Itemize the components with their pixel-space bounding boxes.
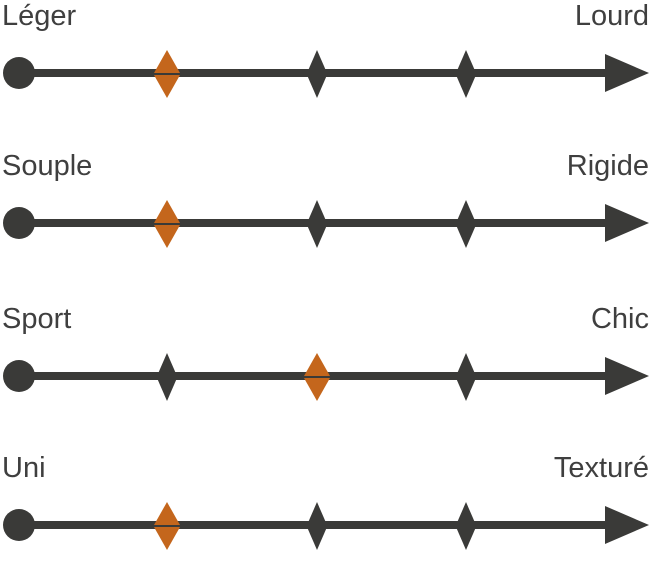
- diamond-bottom-icon: [455, 225, 476, 248]
- diamond-bottom-icon: [154, 527, 181, 550]
- axis-arrow-icon: [605, 54, 649, 92]
- scale-label-right: Chic: [590, 303, 649, 335]
- diamond-bottom-icon: [306, 527, 327, 550]
- scale-axis[interactable]: [0, 42, 651, 104]
- axis-line: [18, 521, 615, 529]
- scale-axis[interactable]: [0, 345, 651, 407]
- scale-label-left: Sport: [2, 303, 72, 335]
- diamond-top-icon: [157, 353, 178, 376]
- diamond-bottom-icon: [303, 378, 330, 401]
- diamond-top-icon: [455, 50, 476, 73]
- axis-line: [18, 69, 615, 77]
- scale-axis[interactable]: [0, 192, 651, 254]
- scale-labels: Léger Lourd: [0, 0, 651, 34]
- diamond-top-icon: [455, 353, 476, 376]
- scale-row: Uni Texturé: [0, 452, 651, 582]
- axis-arrow-icon: [605, 204, 649, 242]
- scale-label-right: Lourd: [574, 0, 649, 32]
- scale-label-left: Uni: [2, 452, 46, 484]
- diamond-top-icon: [455, 502, 476, 525]
- diamond-top-icon: [306, 50, 327, 73]
- scale-row: Souple Rigide: [0, 150, 651, 280]
- diamond-top-icon: [306, 200, 327, 223]
- diamond-top-icon: [154, 200, 181, 223]
- axis-line: [18, 372, 615, 380]
- axis-line: [18, 219, 615, 227]
- diamond-bottom-icon: [455, 527, 476, 550]
- diamond-bottom-icon: [455, 75, 476, 98]
- diamond-bottom-icon: [154, 225, 181, 248]
- diamond-bottom-icon: [306, 225, 327, 248]
- scale-label-right: Rigide: [566, 150, 649, 182]
- scale-row: Sport Chic: [0, 303, 651, 433]
- diamond-bottom-icon: [455, 378, 476, 401]
- diamond-top-icon: [154, 50, 181, 73]
- scale-label-left: Léger: [2, 0, 77, 32]
- axis-arrow-icon: [605, 357, 649, 395]
- diamond-top-icon: [455, 200, 476, 223]
- scale-labels: Sport Chic: [0, 303, 651, 337]
- diamond-bottom-icon: [157, 378, 178, 401]
- scale-label-left: Souple: [2, 150, 93, 182]
- scale-labels: Souple Rigide: [0, 150, 651, 184]
- scale-row: Léger Lourd: [0, 0, 651, 130]
- scale-label-right: Texturé: [553, 452, 649, 484]
- diamond-top-icon: [306, 502, 327, 525]
- diamond-bottom-icon: [306, 75, 327, 98]
- diamond-top-icon: [154, 502, 181, 525]
- diamond-bottom-icon: [154, 75, 181, 98]
- axis-arrow-icon: [605, 506, 649, 544]
- diamond-top-icon: [303, 353, 330, 376]
- scale-axis[interactable]: [0, 494, 651, 556]
- scale-labels: Uni Texturé: [0, 452, 651, 486]
